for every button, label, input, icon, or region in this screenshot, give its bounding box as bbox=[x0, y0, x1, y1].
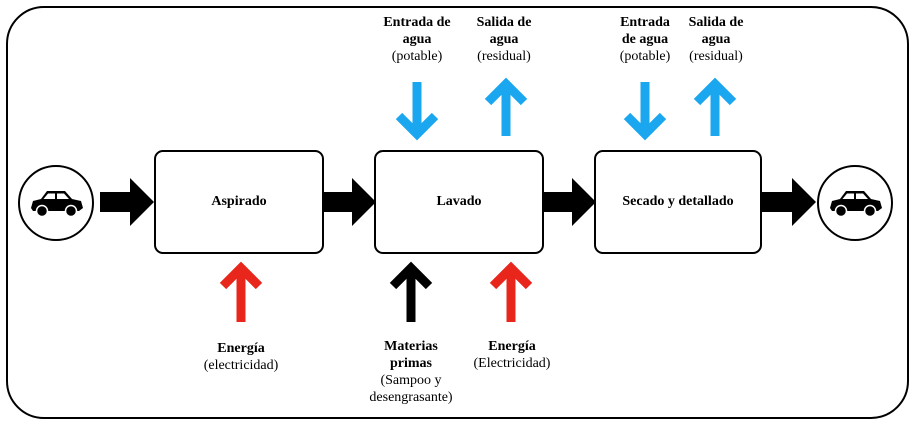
flow-arrow-1 bbox=[100, 178, 154, 226]
stage-lavado-label: Lavado bbox=[436, 194, 482, 209]
label-line: agua bbox=[402, 32, 432, 47]
label-line: (residual) bbox=[477, 49, 531, 64]
label-line: agua bbox=[489, 32, 519, 47]
label-line: Energía bbox=[217, 341, 265, 356]
label-lavado-materials: Materias primas (Sampoo y desengrasante) bbox=[351, 338, 471, 406]
label-line: primas bbox=[390, 356, 432, 371]
energy-arrow-aspirado bbox=[219, 261, 263, 322]
label-line: (residual) bbox=[689, 49, 743, 64]
car-icon bbox=[31, 191, 83, 218]
diagram-frame bbox=[6, 6, 909, 419]
materials-arrow-lavado bbox=[389, 261, 433, 322]
label-line: Salida de bbox=[476, 15, 532, 30]
label-aspirado-energy: Energía (electricidad) bbox=[185, 340, 297, 374]
label-line: (potable) bbox=[619, 49, 671, 64]
car-icon bbox=[830, 191, 882, 218]
water-in-arrow-secado bbox=[623, 82, 667, 141]
label-secado-water-in: Entrada de agua (potable) bbox=[602, 14, 688, 65]
flow-arrow-2 bbox=[322, 178, 376, 226]
energy-arrow-lavado bbox=[489, 261, 533, 322]
label-lavado-water-in: Entrada de agua (potable) bbox=[366, 14, 468, 65]
water-in-arrow-lavado bbox=[395, 82, 439, 141]
label-line: desengrasante) bbox=[369, 390, 453, 405]
label-line: de agua bbox=[621, 32, 669, 47]
flow-arrow-3 bbox=[542, 178, 596, 226]
stage-lavado: Lavado bbox=[374, 150, 544, 254]
stage-secado: Secado y detallado bbox=[594, 150, 762, 254]
label-line: Materias bbox=[384, 339, 438, 354]
label-lavado-energy: Energía (Electricidad) bbox=[458, 338, 566, 372]
label-line: Salida de bbox=[688, 15, 744, 30]
label-line: (Electricidad) bbox=[473, 356, 551, 371]
stage-aspirado-label: Aspirado bbox=[211, 194, 267, 209]
water-out-arrow-secado bbox=[693, 77, 737, 136]
label-lavado-water-out: Salida de agua (residual) bbox=[458, 14, 550, 65]
label-line: (electricidad) bbox=[203, 358, 279, 373]
stage-aspirado: Aspirado bbox=[154, 150, 324, 254]
label-secado-water-out: Salida de agua (residual) bbox=[670, 14, 762, 65]
stage-secado-label: Secado y detallado bbox=[622, 194, 734, 209]
car-in-circle bbox=[18, 165, 94, 241]
label-line: (potable) bbox=[391, 49, 443, 64]
label-line: agua bbox=[701, 32, 731, 47]
label-line: Entrada de bbox=[383, 15, 451, 30]
car-out-circle bbox=[817, 165, 893, 241]
label-line: Energía bbox=[488, 339, 536, 354]
label-line: (Sampoo y bbox=[380, 373, 442, 388]
flow-arrow-4 bbox=[760, 178, 816, 226]
water-out-arrow-lavado bbox=[484, 77, 528, 136]
label-line: Entrada bbox=[620, 15, 670, 30]
